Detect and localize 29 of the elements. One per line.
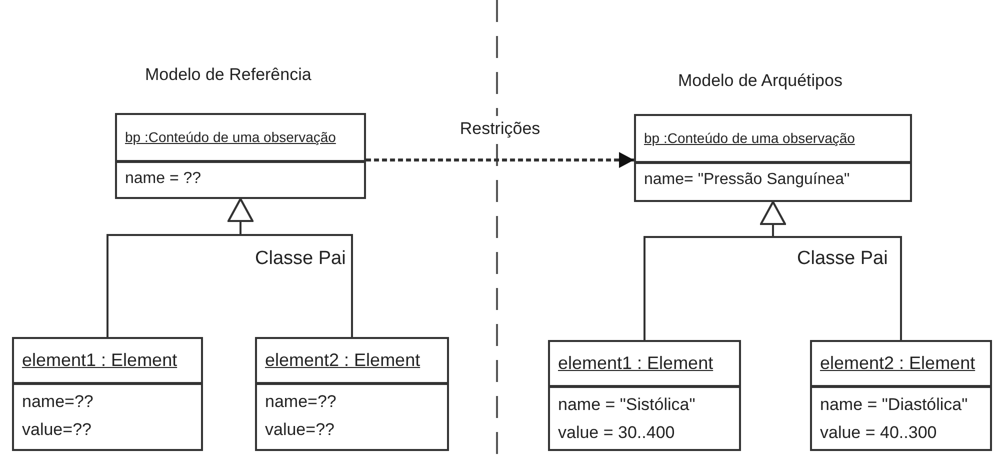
- object-name: bp :Conteúdo de uma observação: [644, 129, 855, 148]
- attribute-text: value=??: [265, 418, 336, 440]
- object-name: element2 : Element: [820, 352, 976, 375]
- attribute-text: name=??: [265, 391, 338, 413]
- object-name: element1 : Element: [558, 352, 714, 375]
- object-name: bp :Conteúdo de uma observação: [125, 128, 336, 147]
- uml-object-box: [810, 340, 992, 451]
- relation-label: Classe Pai: [255, 247, 346, 271]
- attribute-text: name = "Sistólica": [558, 394, 696, 416]
- uml-object-box: [255, 337, 449, 451]
- uml-object-box: [12, 337, 203, 451]
- attribute-text: value = 40..300: [820, 422, 938, 444]
- generalization-arrow: [228, 198, 353, 337]
- attribute-text: name= "Pressão Sanguínea": [644, 170, 851, 190]
- attribute-text: name = ??: [125, 169, 202, 189]
- object-name: element2 : Element: [265, 349, 420, 372]
- section-heading: Modelo de Arquétipos: [678, 70, 842, 92]
- attribute-text: name=??: [22, 391, 94, 413]
- uml-object-box: [634, 114, 912, 202]
- uml-object-box: [115, 113, 366, 199]
- generalization-arrow: [760, 201, 902, 340]
- uml-object-box: [548, 340, 741, 451]
- object-name: element1 : Element: [22, 349, 178, 372]
- section-heading: Modelo de Referência: [145, 64, 312, 86]
- attribute-text: value=??: [22, 418, 92, 440]
- dashed-arrow: [366, 152, 634, 168]
- attribute-text: value = 30..400: [558, 422, 676, 444]
- relation-label: Classe Pai: [797, 247, 888, 271]
- attribute-text: name = "Diastólica": [820, 394, 969, 416]
